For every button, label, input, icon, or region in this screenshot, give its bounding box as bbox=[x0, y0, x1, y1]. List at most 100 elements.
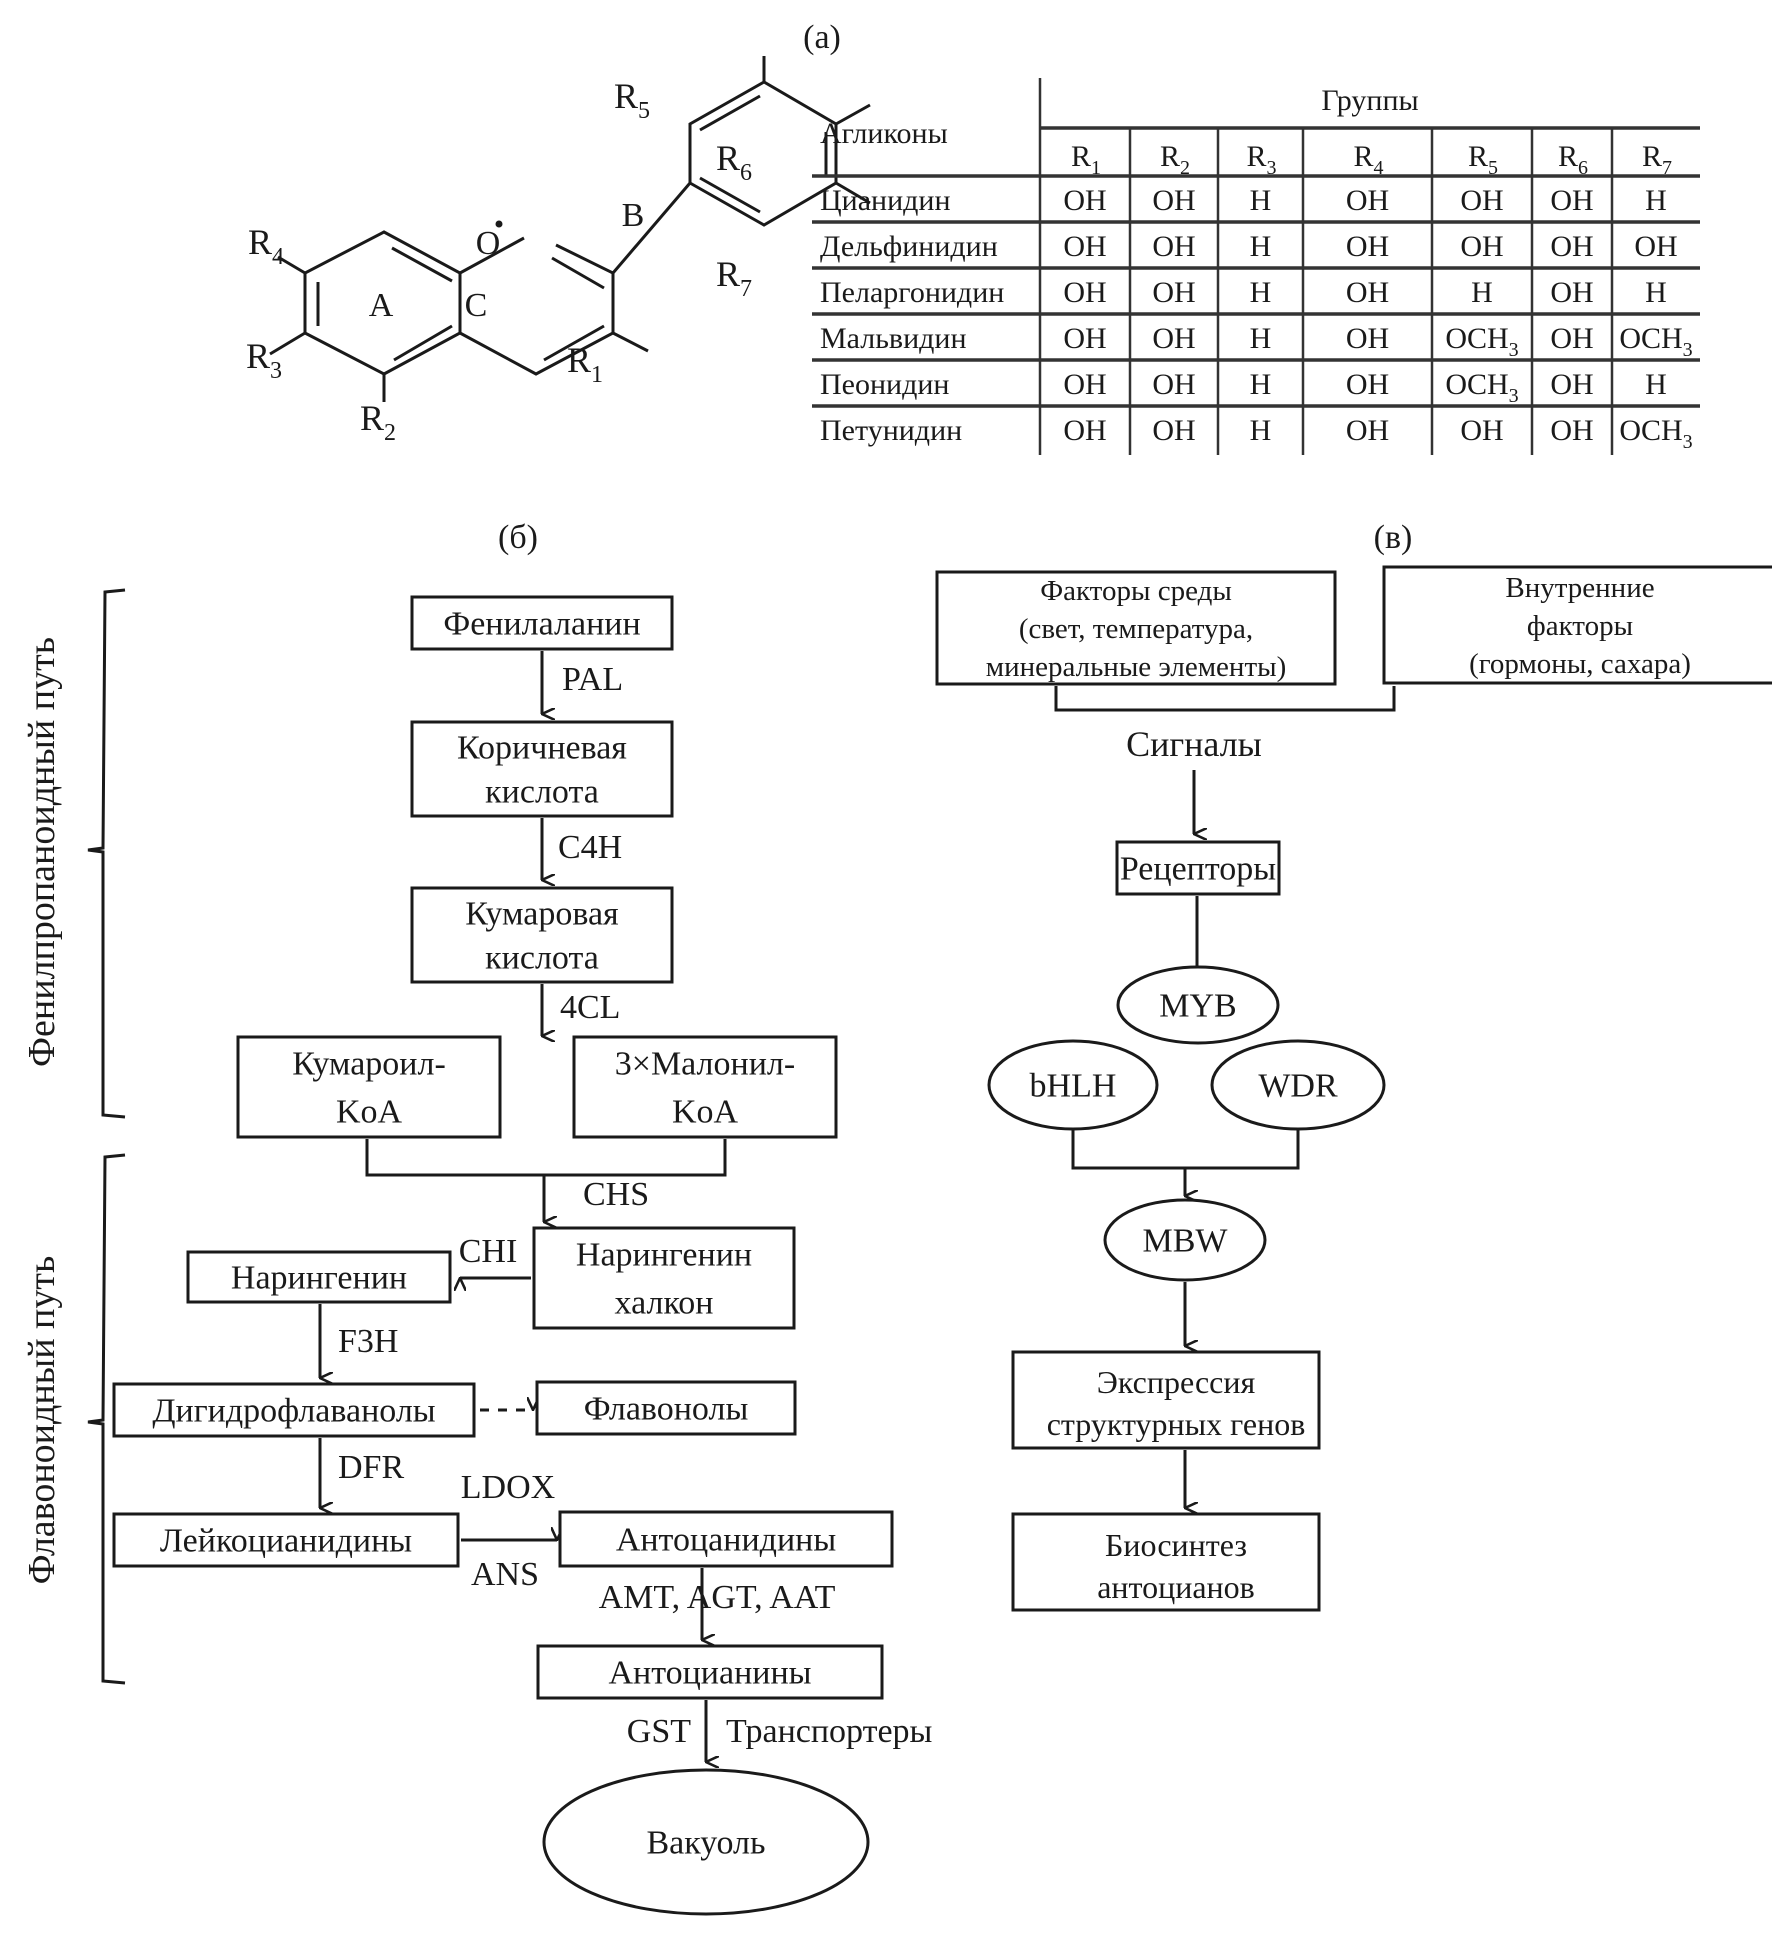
ring-c-label: C bbox=[465, 287, 488, 324]
group-value: OH bbox=[1152, 230, 1195, 263]
group-value: OH bbox=[1550, 368, 1593, 401]
group-value: OH bbox=[1063, 322, 1106, 355]
double-bond bbox=[391, 246, 453, 283]
column-header-r5: R5 bbox=[1468, 140, 1498, 179]
aglycone-name: Мальвидин bbox=[820, 322, 967, 355]
node-anthocyanins-frame bbox=[536, 1644, 884, 1700]
node-vacuole: Вакуоль bbox=[542, 1768, 870, 1916]
substituent-r7: R7 bbox=[716, 254, 752, 302]
group-value: OH bbox=[1346, 322, 1389, 355]
node-cinnamic-acid: Коричневая кислота bbox=[410, 720, 674, 818]
node-biosynthesis-line: антоцианов bbox=[1097, 1569, 1255, 1605]
ring-a-label: A bbox=[369, 287, 394, 324]
node-receptors-frame bbox=[1115, 840, 1281, 896]
aglycone-name: Пеларгонидин bbox=[820, 276, 1004, 309]
node-cinnamic-acid-frame bbox=[410, 720, 674, 818]
oxygen-atom: O bbox=[476, 225, 501, 262]
node-flavonols-line: Флавонолы bbox=[584, 1391, 749, 1428]
bracket-label-phenylpropanoid: Фенилпропаноидный путь bbox=[21, 637, 63, 1067]
node-environment-factors-line: Факторы среды bbox=[1040, 575, 1232, 607]
node-anthocyanins-line: Антоцианины bbox=[608, 1655, 811, 1692]
node-naringenin: Нарингенин bbox=[186, 1250, 452, 1304]
group-value: OH bbox=[1634, 230, 1677, 263]
bracket-phenylpropanoid bbox=[87, 588, 126, 1119]
group-value: OH bbox=[1550, 414, 1593, 447]
enzyme-ans: ANS bbox=[471, 1556, 539, 1593]
substituent-r1: R1 bbox=[567, 340, 603, 388]
enzyme-amt-agt-aat: AMT, AGT, AAT bbox=[599, 1579, 836, 1616]
merge-line bbox=[1054, 686, 1396, 712]
group-value: OH bbox=[1152, 322, 1195, 355]
group-value: H bbox=[1250, 322, 1272, 355]
node-naringenin-chalcone-line: Нарингенин bbox=[576, 1237, 752, 1274]
group-value: OH bbox=[1346, 184, 1389, 217]
node-malonyl-coa: 3×Малонил- KoA bbox=[572, 1035, 838, 1139]
enzyme-4cl: 4CL bbox=[560, 989, 620, 1026]
group-value: H bbox=[1250, 414, 1272, 447]
node-environment-factors-line: (свет, температура, bbox=[1019, 613, 1253, 645]
node-myb-shape bbox=[1116, 965, 1280, 1045]
node-receptors-line: Рецепторы bbox=[1120, 851, 1276, 888]
group-value: OH bbox=[1550, 184, 1593, 217]
substituent-bond bbox=[612, 331, 649, 353]
group-value: H bbox=[1250, 184, 1272, 217]
group-value: OH bbox=[1460, 230, 1503, 263]
node-cinnamic-acid-line: кислота bbox=[485, 774, 599, 811]
column-header-r3: R3 bbox=[1247, 140, 1277, 179]
merge-line bbox=[1071, 1129, 1300, 1170]
bracket-flavonoid bbox=[87, 1153, 126, 1685]
column-header-r1: R1 bbox=[1071, 140, 1101, 179]
node-dihydroflavonols-line: Дигидрофлаванолы bbox=[152, 1393, 435, 1430]
group-value: OH bbox=[1152, 368, 1195, 401]
enzyme-chi: CHI bbox=[459, 1233, 518, 1270]
node-naringenin-chalcone: Нарингенин халкон bbox=[532, 1226, 796, 1330]
double-bond bbox=[393, 324, 453, 362]
node-gene-expression-line: Экспрессия bbox=[1097, 1364, 1256, 1400]
group-value: OH bbox=[1346, 276, 1389, 309]
node-biosynthesis-frame bbox=[1011, 1512, 1321, 1612]
group-value: OH bbox=[1063, 276, 1106, 309]
node-gene-expression-frame bbox=[1011, 1350, 1321, 1450]
node-malonyl-coa-line: KoA bbox=[672, 1094, 739, 1131]
signals-label: Сигналы bbox=[1126, 724, 1262, 764]
node-coumaroyl-coa-line: KoA bbox=[336, 1094, 403, 1131]
group-value: H bbox=[1250, 276, 1272, 309]
double-bond bbox=[699, 94, 761, 132]
node-mbw: MBW bbox=[1103, 1198, 1267, 1282]
enzyme-c4h: C4H bbox=[558, 829, 622, 866]
substituent-r6: R6 bbox=[716, 138, 752, 186]
node-naringenin-chalcone-line: халкон bbox=[615, 1285, 714, 1322]
node-vacuole-shape bbox=[542, 1768, 870, 1916]
node-cinnamic-acid-line: Коричневая bbox=[457, 730, 627, 767]
group-value: OH bbox=[1346, 368, 1389, 401]
node-anthocyanidins-frame bbox=[558, 1510, 894, 1568]
double-bond bbox=[551, 256, 605, 290]
double-bond bbox=[543, 324, 605, 362]
group-value: H bbox=[1250, 368, 1272, 401]
node-wdr: WDR bbox=[1210, 1039, 1386, 1131]
aglycone-name: Дельфинидин bbox=[820, 230, 998, 263]
node-dihydroflavonols-frame bbox=[112, 1382, 476, 1438]
node-dihydroflavonols: Дигидрофлаванолы bbox=[112, 1382, 476, 1438]
node-malonyl-coa-line: 3×Малонил- bbox=[615, 1046, 795, 1083]
column-header-r2: R2 bbox=[1160, 140, 1190, 179]
enzyme-gst: GST bbox=[627, 1713, 691, 1750]
substituent-r5: R5 bbox=[614, 76, 650, 124]
node-phenylalanine-frame bbox=[410, 595, 674, 651]
node-coumaric-acid-line: Кумаровая bbox=[465, 896, 619, 933]
substituent-bond bbox=[269, 331, 306, 356]
group-value: OH bbox=[1152, 276, 1195, 309]
group-value: OH bbox=[1346, 414, 1389, 447]
ring-b-label: B bbox=[622, 197, 645, 234]
panel-b-label: (б) bbox=[498, 519, 538, 556]
substituent-r2: R2 bbox=[360, 398, 396, 446]
